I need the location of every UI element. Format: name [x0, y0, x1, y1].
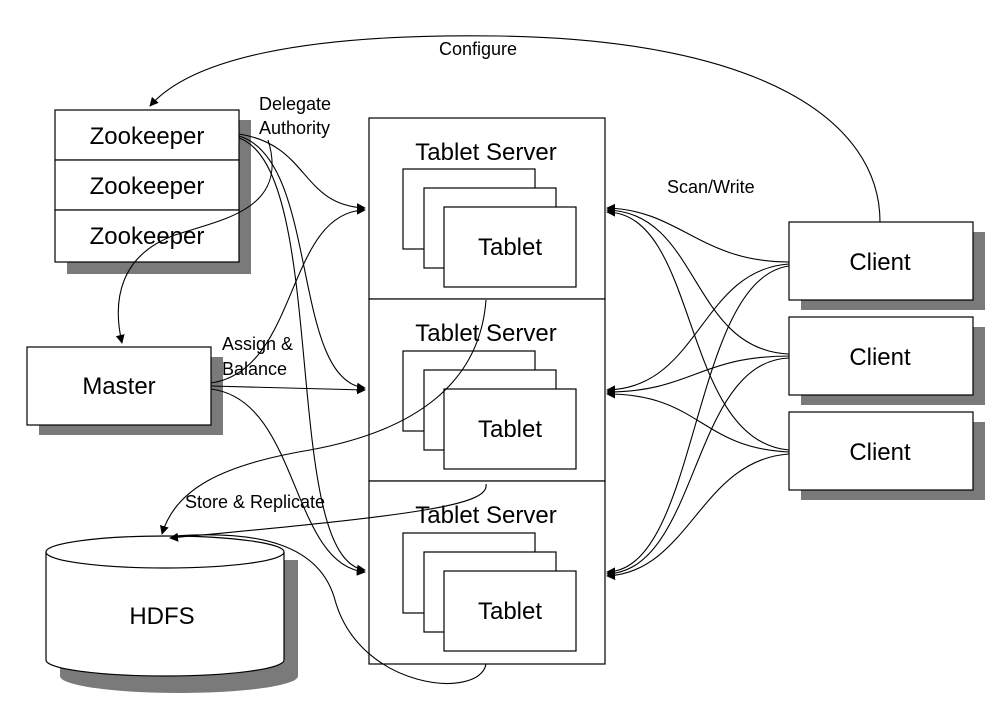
delegate-arrow — [238, 137, 366, 574]
scan-write-arrow — [606, 453, 790, 581]
zookeeper-label: Zookeeper — [90, 173, 205, 200]
scan-write-arrow — [606, 357, 790, 579]
zookeeper-node: Zookeeper — [54, 209, 240, 263]
scan-write-arrow — [606, 389, 790, 453]
connectors — [115, 35, 881, 684]
tablet-server: Tablet Server Tablet — [368, 117, 606, 300]
tablet-label: Tablet — [478, 416, 542, 443]
tablet-label: Tablet — [478, 234, 542, 261]
tablet-server-title: Tablet Server — [415, 139, 556, 166]
delegate-arrow — [238, 135, 366, 392]
master-label: Master — [82, 373, 155, 400]
delegate-label-line1: Delegate — [259, 94, 331, 114]
client-node: Client — [788, 221, 985, 310]
assign-arrow — [210, 205, 366, 384]
tablet-server-column: Tablet Server Tablet Tablet Server Table… — [368, 117, 606, 665]
delegate-arrow — [238, 133, 366, 213]
tablet: Tablet — [443, 388, 577, 470]
assign-arrow — [210, 385, 366, 395]
scan-write-arrow — [606, 203, 790, 263]
assign-label-line2: Balance — [222, 359, 287, 379]
delegate-label-line2: Authority — [259, 118, 330, 138]
hdfs-label: HDFS — [129, 603, 194, 630]
store-arrow — [169, 483, 487, 542]
assign-arrow — [210, 388, 366, 576]
configure-arrow — [149, 35, 881, 223]
tablet-server: Tablet Server Tablet — [368, 480, 606, 665]
store-arrow — [159, 299, 487, 535]
edge-labels: Configure Delegate Authority Assign & Ba… — [185, 39, 755, 512]
assign-label-line1: Assign & — [222, 334, 293, 354]
hdfs-storage: HDFS — [45, 535, 298, 693]
scan-write-arrow — [606, 263, 790, 395]
scan-write-label: Scan/Write — [667, 177, 755, 197]
store-replicate-label: Store & Replicate — [185, 492, 325, 512]
tablet-label: Tablet — [478, 598, 542, 625]
scan-write-arrow — [606, 205, 790, 355]
master-node: Master — [26, 346, 223, 435]
tablet: Tablet — [443, 206, 577, 288]
client-node: Client — [788, 316, 985, 405]
zookeeper-label: Zookeeper — [90, 123, 205, 150]
client-label: Client — [849, 344, 911, 371]
client-column: Client Client Client — [788, 221, 985, 500]
client-label: Client — [849, 249, 911, 276]
tablet: Tablet — [443, 570, 577, 652]
client-label: Client — [849, 439, 911, 466]
zookeeper-node: Zookeeper — [54, 109, 240, 161]
tablet-server-title: Tablet Server — [415, 502, 556, 529]
zookeeper-master-arrow — [115, 139, 273, 344]
tablet-server-title: Tablet Server — [415, 320, 556, 347]
configure-label: Configure — [439, 39, 517, 59]
zookeeper-stack: Zookeeper Zookeeper Zookeeper — [54, 109, 251, 274]
client-node: Client — [788, 411, 985, 500]
zookeeper-label: Zookeeper — [90, 223, 205, 250]
tablet-server: Tablet Server Tablet — [368, 298, 606, 482]
store-arrow — [174, 534, 487, 684]
scan-write-arrow — [606, 265, 790, 577]
scan-write-arrow — [606, 207, 790, 451]
zookeeper-node: Zookeeper — [54, 159, 240, 211]
scan-write-arrow — [606, 355, 790, 397]
